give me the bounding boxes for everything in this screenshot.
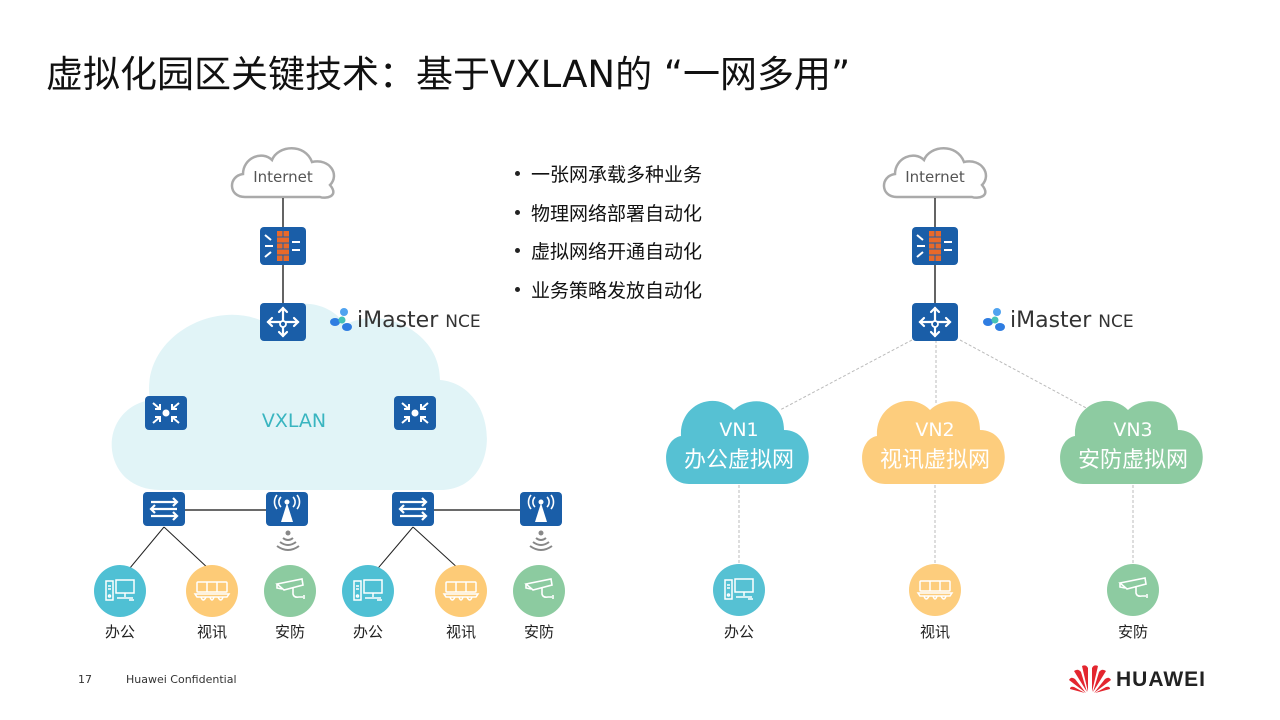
- imaster-nce-logo: iMaster NCE: [983, 308, 1134, 333]
- endpoint-circle: [909, 564, 961, 616]
- endpoint-label: 安防: [1118, 623, 1148, 641]
- vn-id-label: VN1: [719, 419, 758, 441]
- endpoint-circle: [435, 565, 487, 617]
- nce-logo-icon: [993, 308, 1001, 316]
- firewall-icon: [911, 226, 959, 266]
- bullet-dot-icon: [515, 286, 520, 292]
- wifi-signal-icon: [276, 529, 300, 551]
- vn-id-label: VN2: [915, 419, 954, 441]
- vn-name-label: 视讯虚拟网: [880, 448, 990, 473]
- wireless-ap-icon: [519, 491, 563, 527]
- endpoint-label: 安防: [524, 623, 554, 641]
- vn-cloud-shape: [862, 400, 1005, 484]
- endpoint-node: 视讯: [435, 565, 487, 641]
- endpoint-circle: [513, 565, 565, 617]
- slide-title: 虚拟化园区关键技术：基于VXLAN的 “一网多用”: [46, 53, 851, 96]
- endpoint-node: 办公: [94, 565, 146, 641]
- imaster-nce-label: iMaster NCE: [357, 308, 481, 333]
- endpoint-label: 视讯: [197, 623, 227, 641]
- vn-name-label: 安防虚拟网: [1078, 448, 1188, 473]
- endpoint-circle: [186, 565, 238, 617]
- imaster-nce-logo: iMaster NCE: [330, 308, 481, 333]
- brand-wordmark: HUAWEI: [1116, 668, 1206, 691]
- nce-logo-icon: [983, 318, 993, 326]
- virtual-network-cloud: VN3 安防虚拟网: [1060, 400, 1203, 484]
- endpoint-circle: [1107, 564, 1159, 616]
- bullet-item: 业务策略发放自动化: [515, 274, 702, 313]
- endpoint-link-line: [163, 526, 211, 571]
- page-number: 17: [78, 673, 92, 686]
- endpoint-label: 视讯: [446, 623, 476, 641]
- vn-cloud-shape: [1060, 400, 1203, 484]
- endpoint-node: 安防: [264, 565, 316, 641]
- bullet-dot-icon: [515, 209, 520, 215]
- nce-logo-icon: [330, 318, 340, 326]
- endpoint-circle: [264, 565, 316, 617]
- wireless-ap-icon: [265, 491, 309, 527]
- endpoint-label: 办公: [353, 623, 383, 641]
- endpoint-node: 视讯: [186, 565, 238, 641]
- endpoint-link-line: [412, 526, 461, 571]
- imaster-nce-label: iMaster NCE: [1010, 308, 1134, 333]
- endpoint-node: 视讯: [909, 564, 961, 641]
- bullet-item: 物理网络部署自动化: [515, 197, 702, 236]
- endpoint-node: 办公: [342, 565, 394, 641]
- imaster-text: iMaster: [357, 308, 445, 333]
- router-icon: [258, 301, 308, 343]
- firewall-icon: [259, 226, 307, 266]
- nce-logo-icon: [340, 308, 348, 316]
- nce-logo-icon: [991, 316, 999, 324]
- virtual-link-line: [959, 339, 1091, 411]
- bullet-dot-icon: [515, 248, 520, 253]
- feature-bullet-list: 一张网承载多种业务 物理网络部署自动化 虚拟网络开通自动化 业务策略发放自动化: [515, 158, 702, 312]
- access-switch-icon: [390, 490, 436, 528]
- internet-label: Internet: [253, 168, 313, 186]
- endpoint-label: 办公: [105, 623, 135, 641]
- virtual-link-line: [779, 339, 913, 411]
- endpoint-node: 安防: [513, 565, 565, 641]
- internet-label: Internet: [905, 168, 965, 186]
- nce-logo-icon: [338, 316, 346, 324]
- endpoint-node: 安防: [1107, 564, 1159, 641]
- huawei-logo-icon: [1069, 665, 1111, 693]
- access-switch-icon: [141, 490, 187, 528]
- endpoint-circle: [94, 565, 146, 617]
- confidential-label: Huawei Confidential: [126, 673, 237, 686]
- endpoint-circle: [713, 564, 765, 616]
- vn-id-label: VN3: [1113, 419, 1152, 441]
- wifi-signal-icon: [529, 529, 553, 551]
- imaster-text: iMaster: [1010, 308, 1098, 333]
- endpoint-label: 办公: [724, 623, 754, 641]
- bullet-dot-icon: [515, 171, 520, 176]
- nce-text: NCE: [1098, 312, 1133, 332]
- vxlan-fabric-cloud: [111, 303, 487, 490]
- endpoint-node: 办公: [713, 564, 765, 641]
- virtual-network-cloud: VN1 办公虚拟网: [666, 400, 809, 484]
- internet-cloud-icon: [882, 147, 988, 199]
- endpoint-label: 视讯: [920, 623, 950, 641]
- nce-logo-icon: [995, 323, 1005, 331]
- bullet-item: 一张网承载多种业务: [515, 158, 702, 197]
- virtual-network-cloud: VN2 视讯虚拟网: [862, 400, 1005, 484]
- nce-logo-icon: [342, 323, 352, 331]
- bullet-item: 虚拟网络开通自动化: [515, 235, 702, 274]
- vn-cloud-shape: [666, 400, 809, 484]
- vn-name-label: 办公虚拟网: [684, 448, 794, 473]
- internet-cloud-icon: [230, 147, 336, 199]
- vxlan-label: VXLAN: [262, 410, 326, 432]
- endpoint-circle: [342, 565, 394, 617]
- endpoint-label: 安防: [275, 623, 305, 641]
- core-switch-icon: [393, 395, 437, 431]
- router-icon: [910, 301, 960, 343]
- nce-text: NCE: [445, 312, 480, 332]
- core-switch-icon: [144, 395, 188, 431]
